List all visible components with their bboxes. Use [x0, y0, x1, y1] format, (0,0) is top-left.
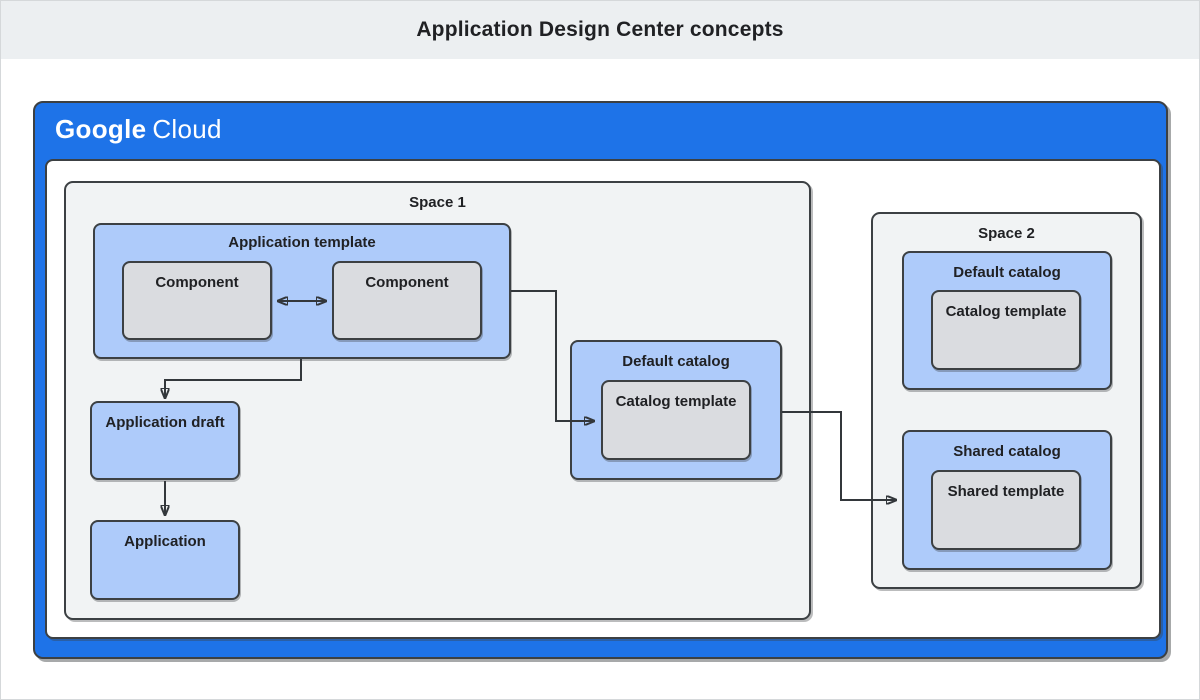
component-box-1: Component [122, 261, 272, 340]
catalog-template-box-space1: Catalog template [601, 380, 751, 460]
page-title: Application Design Center concepts [416, 18, 784, 41]
application-label: Application [124, 533, 206, 550]
shared-catalog-label: Shared catalog [953, 443, 1061, 460]
catalog-template-space2-label: Catalog template [945, 303, 1067, 320]
catalog-template-box-space2: Catalog template [931, 290, 1081, 370]
application-draft-box: Application draft [90, 401, 240, 480]
logo-google-text: Google [55, 114, 147, 144]
component-2-label: Component [365, 274, 449, 291]
space2-label: Space 2 [978, 225, 1035, 242]
default-catalog-space1-label: Default catalog [622, 353, 730, 370]
catalog-template-space1-label: Catalog template [615, 393, 737, 410]
default-catalog-space2-label: Default catalog [953, 264, 1061, 281]
application-box: Application [90, 520, 240, 600]
application-draft-label: Application draft [105, 414, 225, 431]
shared-template-label: Shared template [947, 483, 1065, 500]
logo-cloud-text: Cloud [152, 114, 222, 144]
header-band: Application Design Center concepts [1, 1, 1199, 59]
space1-label: Space 1 [409, 194, 466, 211]
application-template-label: Application template [228, 234, 376, 251]
shared-template-box: Shared template [931, 470, 1081, 550]
component-1-label: Component [155, 274, 239, 291]
component-box-2: Component [332, 261, 482, 340]
